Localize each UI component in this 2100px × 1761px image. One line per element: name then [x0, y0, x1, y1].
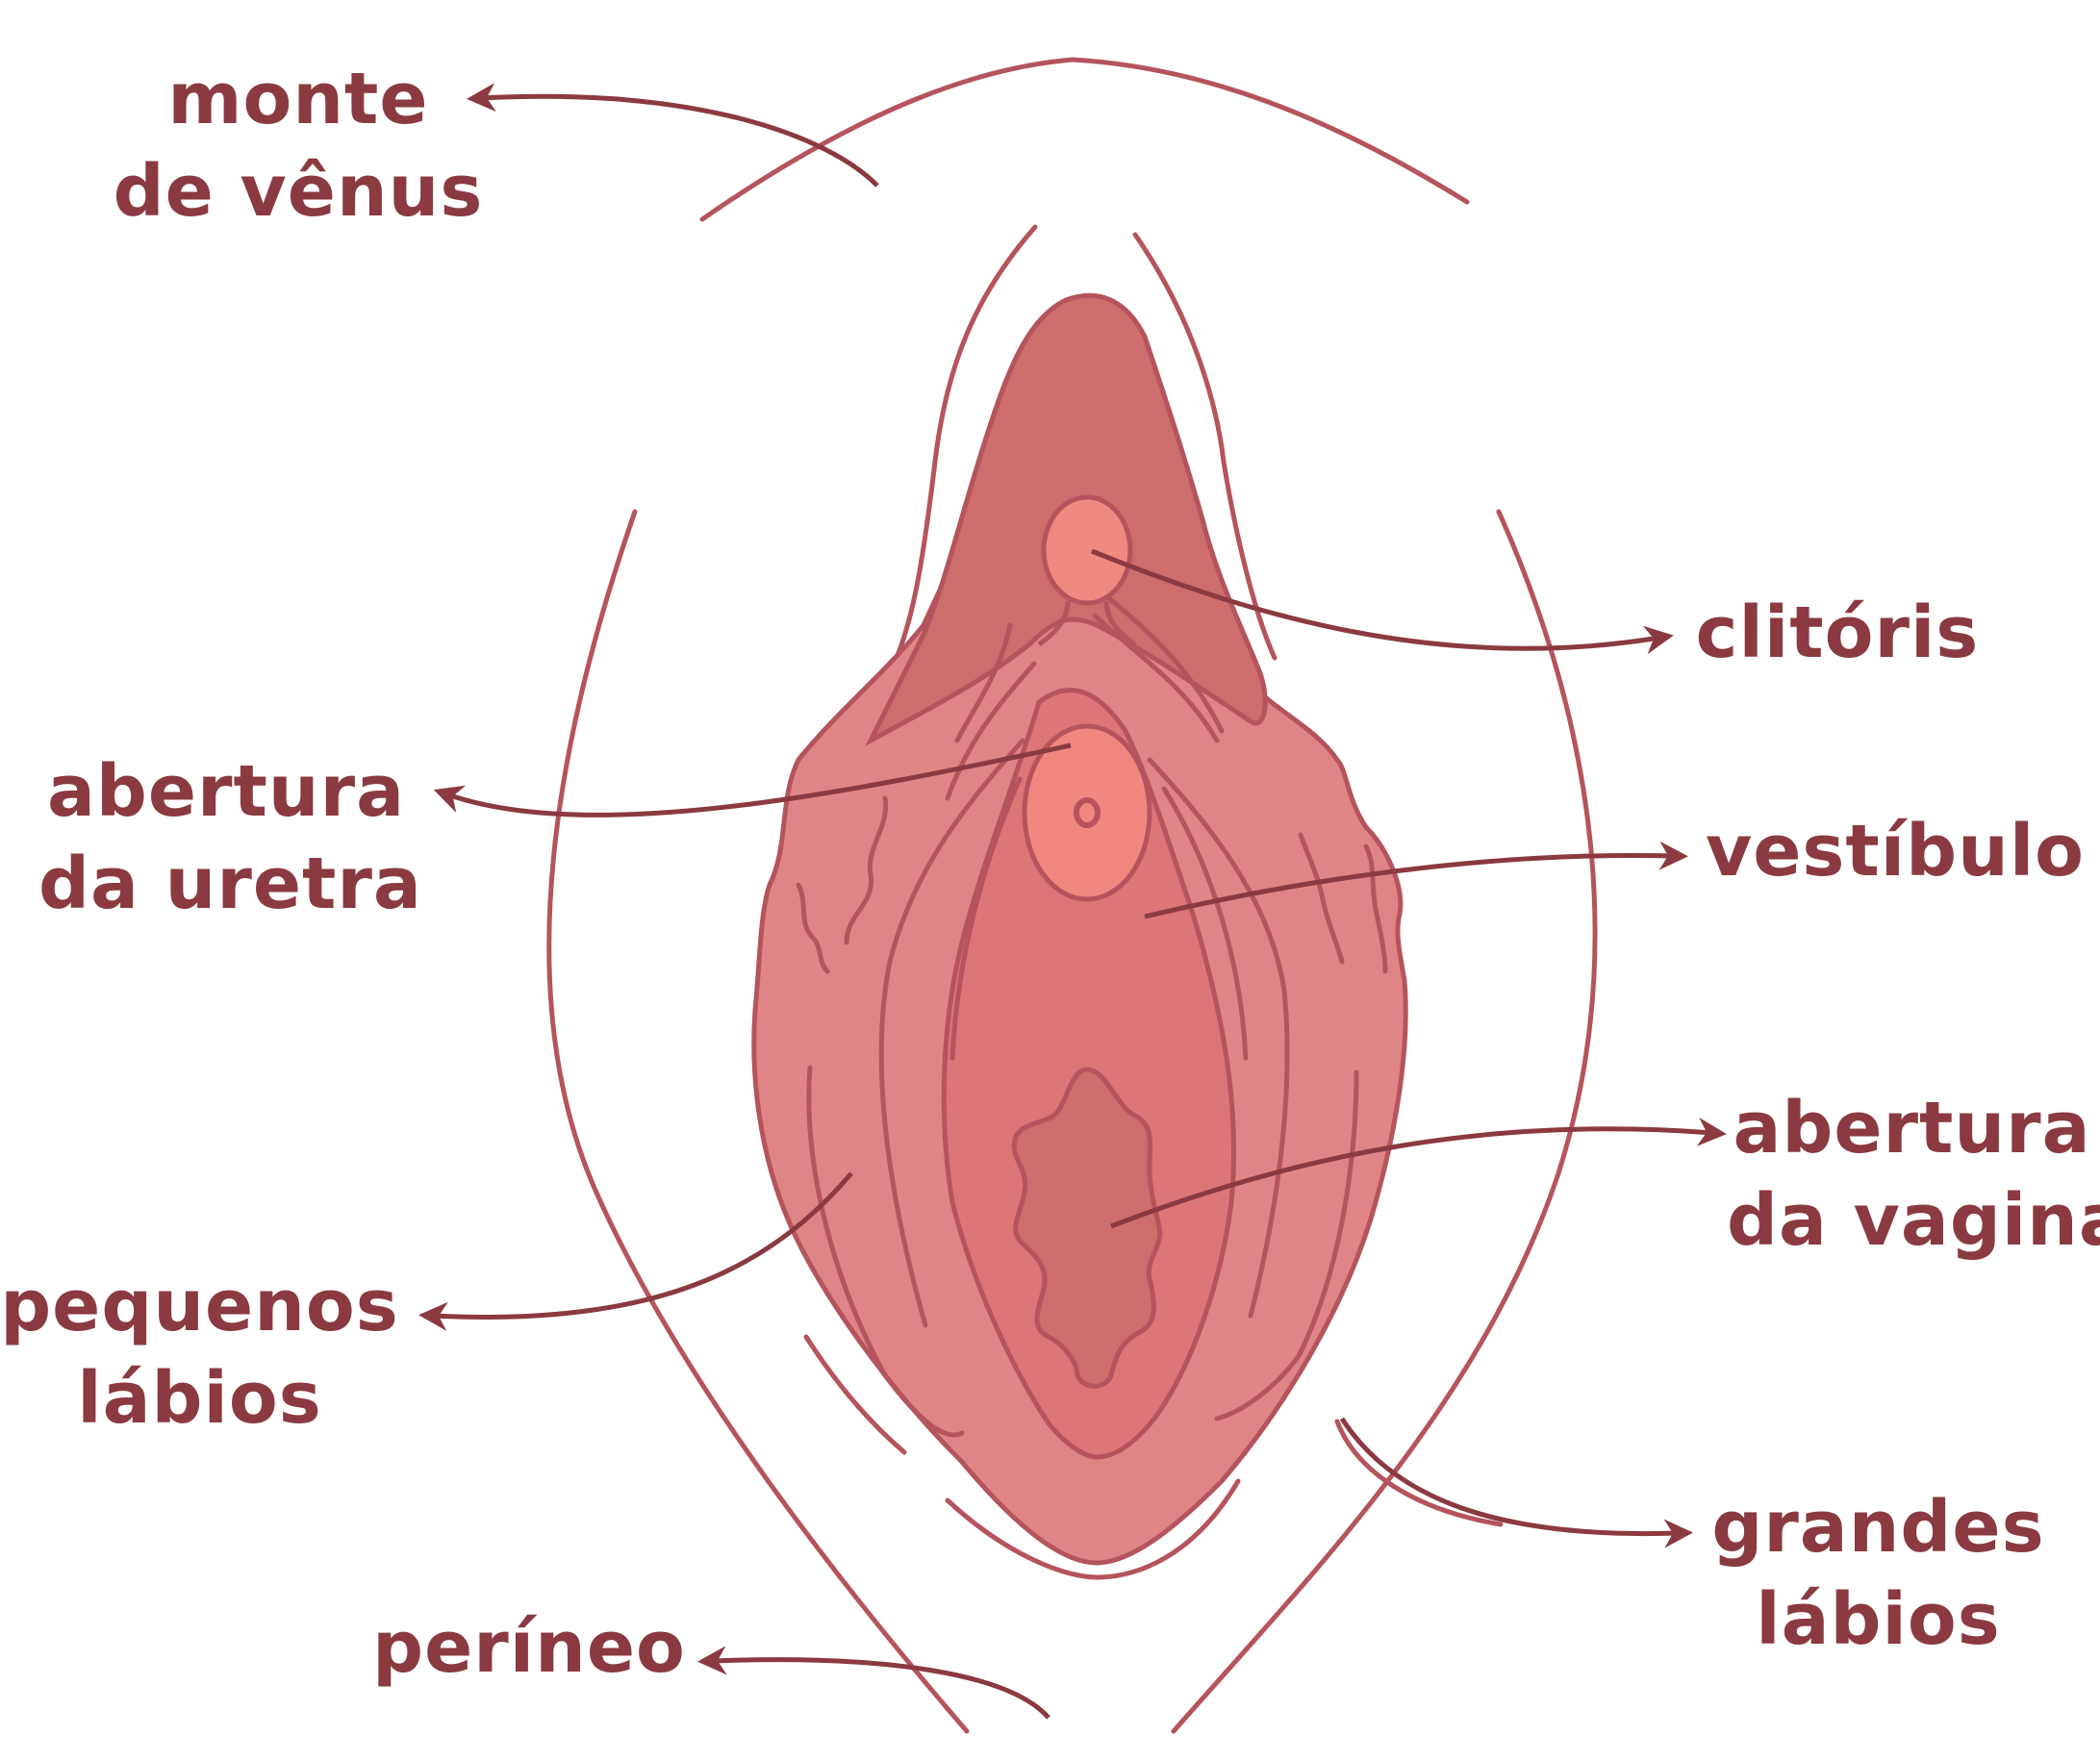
label-vestibulo: vestíbulo [1703, 805, 2087, 897]
label-perineo-line1: períneo [372, 1606, 686, 1689]
label-pequenos-line1: pequenos [0, 1265, 399, 1347]
label-abertura-vagina: abertura da vagina [1727, 1082, 2100, 1267]
fold-lines [796, 593, 1388, 1438]
urethra-area [1022, 723, 1152, 902]
label-uretra-line1: abertura [46, 750, 406, 833]
label-vagina-line1: abertura [1733, 1087, 2091, 1170]
left-outer-labium-top [894, 224, 1038, 661]
labia-majora-lower-left [803, 1334, 907, 1455]
label-clitoris-line1: clitóris [1695, 591, 1980, 674]
vaginal-opening [1011, 1067, 1163, 1389]
urethra-hole [1074, 797, 1101, 828]
arrow-grandes-labios [1339, 1417, 1693, 1548]
label-pequenos-line2: lábios [77, 1357, 322, 1440]
label-vagina-line2: da vagina [1727, 1179, 2100, 1262]
label-abertura-uretra: abertura da uretra [38, 745, 422, 930]
right-thigh-line [1171, 509, 1598, 1734]
label-monte-venus-line1: monte [167, 58, 429, 140]
right-outer-labium-top [1132, 232, 1278, 661]
arrow-monte-venus [467, 83, 879, 188]
label-grandes-line2: lábios [1756, 1578, 2001, 1661]
pointer-arrows [418, 83, 1727, 1720]
label-monte-venus-line2: de vênus [113, 150, 484, 233]
label-pequenos-labios: pequenos lábios [0, 1260, 399, 1445]
label-grandes-labios: grandes lábios [1708, 1481, 2049, 1666]
arrow-perineo [697, 1646, 1050, 1720]
arrow-clitoris [1091, 548, 1674, 655]
arrow-uretra [433, 742, 1072, 818]
arrow-pequenos-labios [418, 1171, 853, 1331]
label-perineo: períneo [370, 1601, 688, 1694]
arrow-vagina [1110, 1117, 1727, 1229]
clitoris [1041, 494, 1133, 606]
label-vestibulo-line1: vestíbulo [1705, 810, 2086, 893]
label-monte-venus: monte de vênus [106, 53, 491, 238]
arrow-vestibulo [1144, 841, 1688, 919]
labia-majora-lower-right [1334, 1419, 1504, 1527]
clitoris-stem [1037, 600, 1137, 647]
labia-majora-bottom [945, 1478, 1241, 1580]
label-clitoris: clitóris [1688, 587, 1986, 679]
left-thigh-line [546, 509, 970, 1734]
label-grandes-line1: grandes [1711, 1486, 2045, 1569]
body-outline [546, 57, 1598, 1734]
label-uretra-line2: da uretra [38, 843, 422, 925]
mons-curve [699, 57, 1470, 222]
